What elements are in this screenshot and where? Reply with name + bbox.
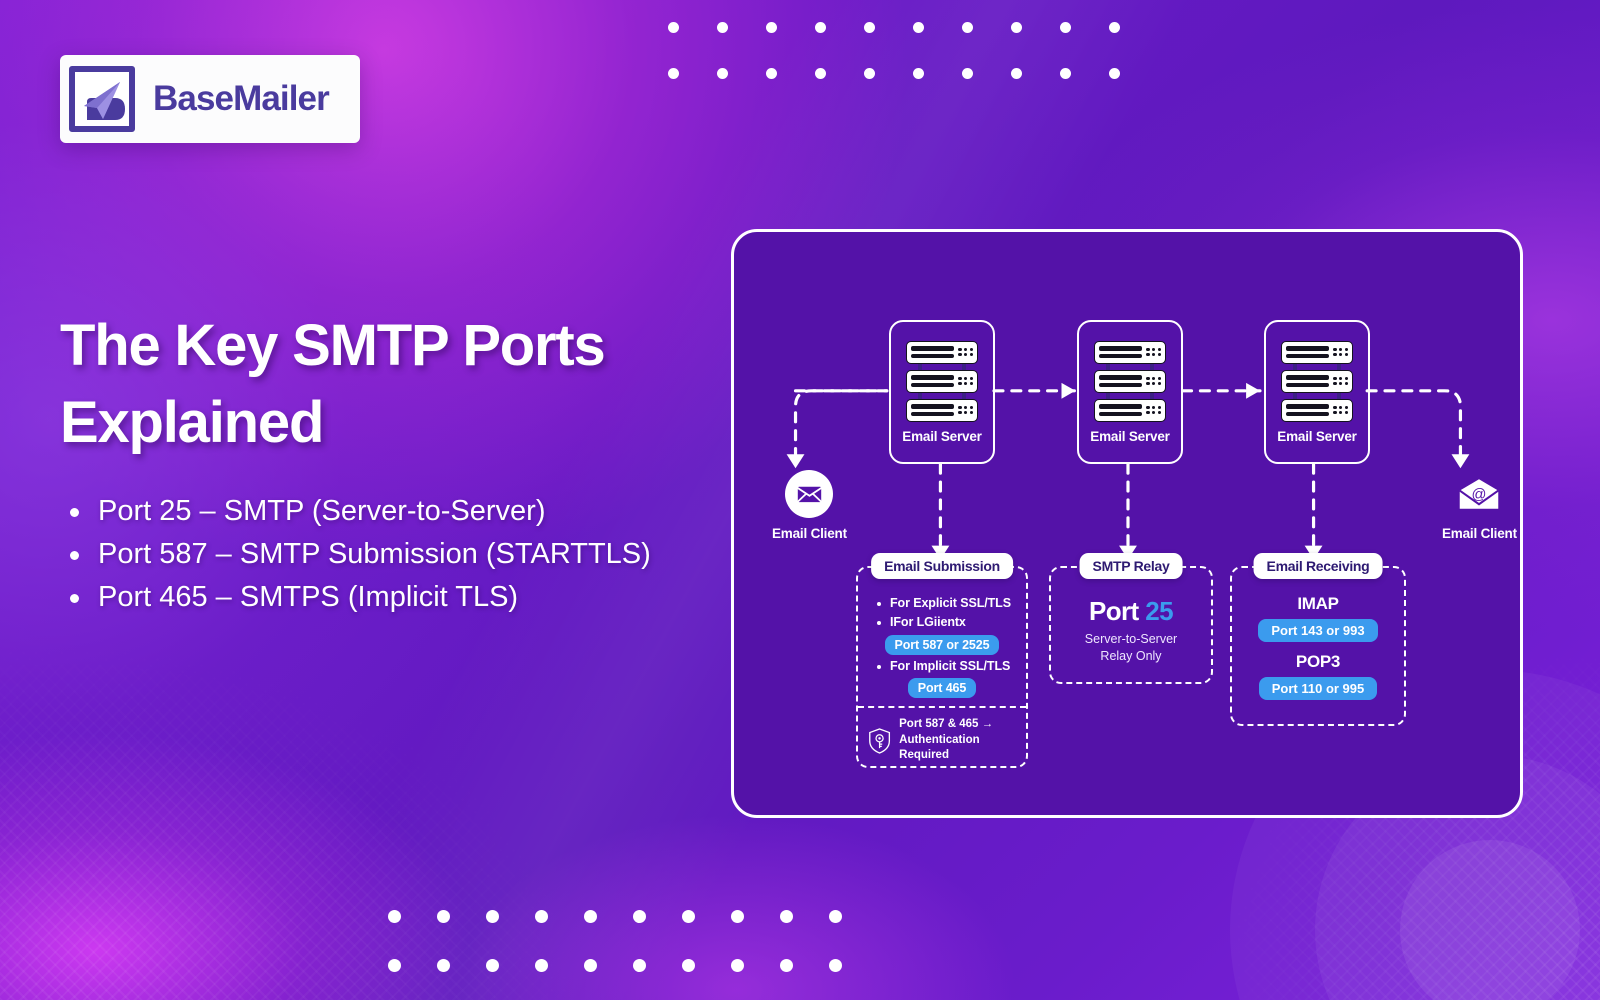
submission-feature-list-2: For Implicit SSL/TLS [870, 657, 1014, 676]
server-rack-icon [906, 340, 978, 422]
decorative-dot [1060, 22, 1071, 33]
decorative-dot [962, 22, 973, 33]
card-title: Email Receiving [1253, 553, 1383, 579]
decorative-dot [437, 959, 450, 972]
protocol-name-imap: IMAP [1297, 594, 1339, 613]
email-server-node-2[interactable]: Email Server [1077, 320, 1183, 464]
list-item: Port 25 – SMTP (Server-to-Server) [62, 490, 762, 533]
decorative-dot [535, 959, 548, 972]
card-title: Email Submission [871, 553, 1013, 579]
status-badge-implicit-port: Port 465 [907, 678, 977, 699]
client-label: Email Client [1442, 526, 1517, 541]
decorative-dot [1060, 68, 1071, 79]
decorative-dot [1109, 22, 1120, 33]
dot-pattern-bottom [388, 910, 878, 972]
decorative-dot [486, 910, 499, 923]
server-rack-icon [1094, 340, 1166, 422]
decorative-dot [717, 22, 728, 33]
relay-subtitle-line-1: Server-to-Server [1084, 632, 1178, 646]
relay-body: Port 25 Server-to-Server Relay Only [1051, 568, 1211, 665]
client-label: Email Client [772, 526, 847, 541]
decorative-dot [535, 910, 548, 923]
relay-port-number: 25 [1145, 596, 1173, 626]
server-label: Email Server [1277, 428, 1357, 444]
auth-line-1: Port 587 & 465 → [899, 718, 994, 731]
decorative-dot [962, 68, 973, 79]
status-badge-explicit-ports: Port 587 or 2525 [884, 634, 1000, 655]
paper-plane-icon [69, 66, 135, 132]
email-submission-card[interactable]: Email Submission For Explicit SSL/TLS IF… [856, 553, 1028, 768]
decorative-dot [1011, 68, 1022, 79]
decorative-dot [388, 959, 401, 972]
list-item: For Implicit SSL/TLS [870, 657, 1014, 676]
decorative-dot [913, 22, 924, 33]
key-points-list: Port 25 – SMTP (Server-to-Server) Port 5… [62, 490, 762, 619]
decorative-dot [731, 959, 744, 972]
decorative-dot [682, 910, 695, 923]
email-server-node-3[interactable]: Email Server [1264, 320, 1370, 464]
decorative-dot [1011, 22, 1022, 33]
list-item: For Explicit SSL/TLS [870, 594, 1014, 613]
explicit-badge-row: Port 587 or 2525 [870, 634, 1014, 655]
decorative-dot [633, 910, 646, 923]
brand-wordmark: BaseMailer [153, 79, 330, 118]
decorative-dot [633, 959, 646, 972]
decorative-dot [864, 22, 875, 33]
decorative-dot [584, 959, 597, 972]
email-client-right[interactable]: @ Email Client [1442, 470, 1517, 541]
server-rack-icon [1281, 340, 1353, 422]
envelope-at-icon: @ [1455, 470, 1503, 518]
submission-feature-list: For Explicit SSL/TLS IFor LGiientx [870, 594, 1014, 632]
server-label: Email Server [902, 428, 982, 444]
diagram-panel: Email Server Email Server [731, 229, 1523, 818]
list-item: Port 587 – SMTP Submission (STARTTLS) [62, 533, 762, 576]
list-item: IFor LGiientx [870, 613, 1014, 632]
decorative-dot [668, 22, 679, 33]
decorative-dot [1109, 68, 1120, 79]
relay-subtitle-line-2: Relay Only [1100, 648, 1162, 663]
card-title: SMTP Relay [1079, 553, 1183, 579]
decorative-dot [829, 959, 842, 972]
receiving-body: IMAP Port 143 or 993 POP3 Port 110 or 99… [1232, 568, 1404, 710]
decorative-dot [584, 910, 597, 923]
decorative-dot [913, 68, 924, 79]
decorative-dot [766, 22, 777, 33]
decorative-dot [780, 910, 793, 923]
smtp-relay-card[interactable]: SMTP Relay Port 25 Server-to-Server Rela… [1049, 553, 1213, 684]
decorative-dot [815, 68, 826, 79]
decorative-dot [815, 22, 826, 33]
relay-port-word: Port [1089, 596, 1139, 626]
decorative-dot [437, 910, 450, 923]
status-badge-pop3-ports: Port 110 or 995 [1258, 677, 1378, 700]
implicit-badge-row: Port 465 [870, 678, 1014, 699]
decorative-dot [864, 68, 875, 79]
ring-inner [1400, 840, 1580, 1000]
shield-key-icon [869, 727, 891, 754]
list-item: Port 465 – SMTPS (Implicit TLS) [62, 576, 762, 619]
envelope-icon [785, 470, 834, 518]
decorative-dot [766, 68, 777, 79]
server-label: Email Server [1090, 428, 1170, 444]
email-client-left[interactable]: Email Client [772, 470, 847, 541]
decorative-dot [668, 68, 679, 79]
svg-text:@: @ [1472, 487, 1487, 503]
brand-logo[interactable]: BaseMailer [60, 55, 360, 143]
decorative-dot [717, 68, 728, 79]
relay-subtitle: Server-to-Server Relay Only [1051, 631, 1211, 665]
page-title: The Key SMTP Ports Explained [60, 313, 606, 455]
email-receiving-card[interactable]: Email Receiving IMAP Port 143 or 993 POP… [1230, 553, 1406, 726]
authentication-note: Port 587 & 465 → Authentication Required [858, 706, 1026, 772]
relay-port-value: Port 25 [1051, 596, 1211, 627]
status-badge-imap-ports: Port 143 or 993 [1258, 619, 1378, 642]
auth-line-2: Authentication Required [899, 733, 980, 762]
decorative-dot [731, 910, 744, 923]
decorative-dot [829, 910, 842, 923]
dot-pattern-top [668, 22, 1158, 79]
decorative-dot [682, 959, 695, 972]
decorative-dot [780, 959, 793, 972]
protocol-name-pop3: POP3 [1295, 652, 1341, 671]
decorative-dot [388, 910, 401, 923]
email-server-node-1[interactable]: Email Server [889, 320, 995, 464]
decorative-dot [486, 959, 499, 972]
